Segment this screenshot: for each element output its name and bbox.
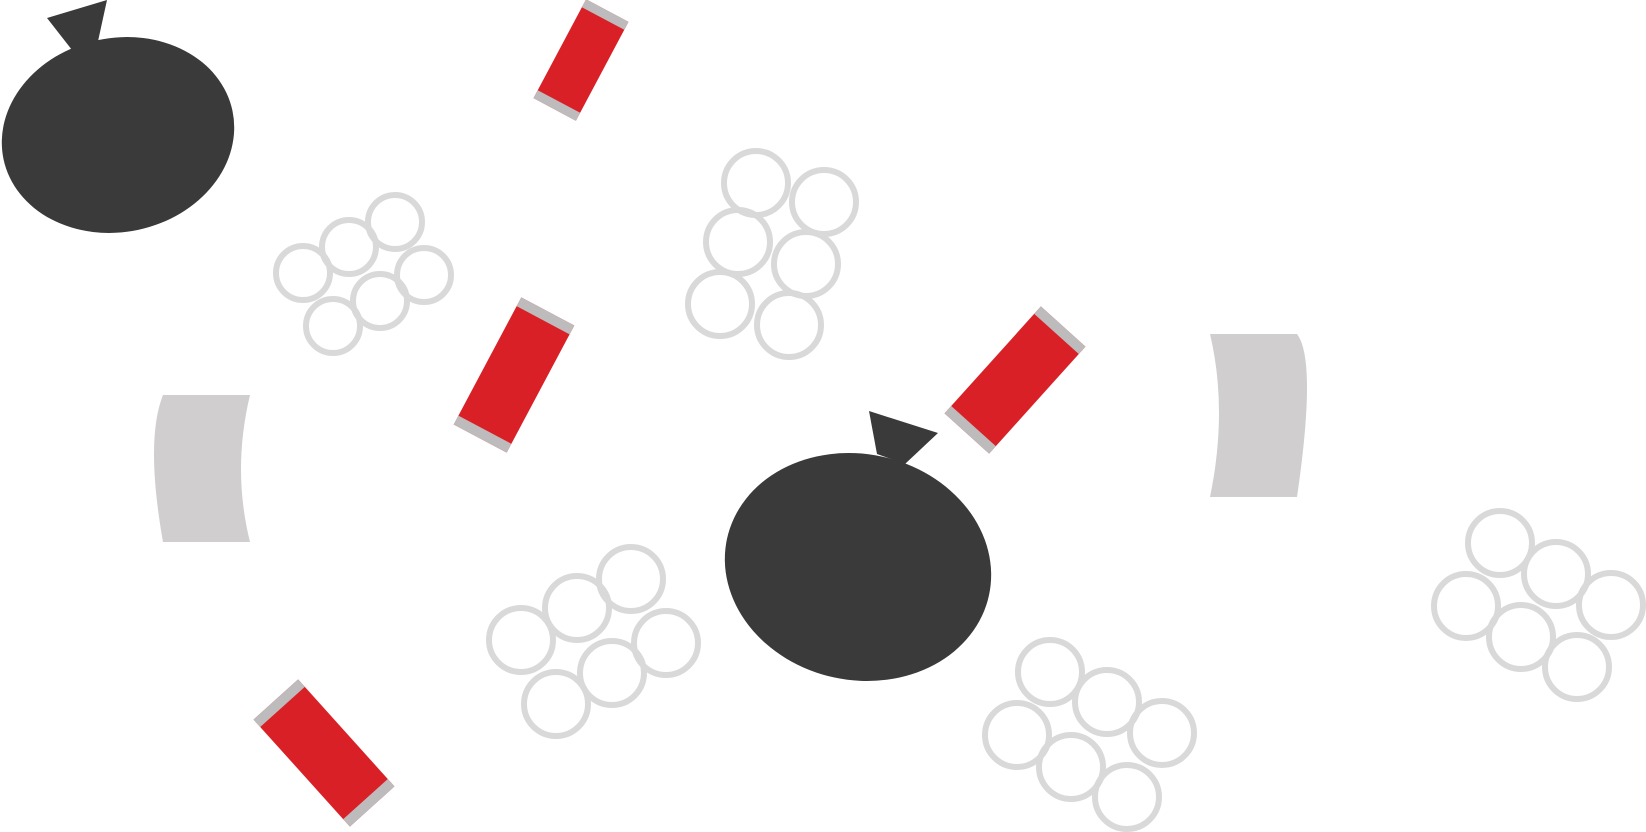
ring bbox=[273, 243, 333, 303]
ring bbox=[1036, 732, 1106, 802]
ring bbox=[1576, 570, 1646, 640]
ring bbox=[631, 608, 701, 678]
ring bbox=[394, 245, 454, 305]
robot-top-left[interactable] bbox=[0, 0, 253, 254]
ring bbox=[685, 269, 755, 339]
ring bbox=[350, 271, 410, 331]
ring bbox=[596, 544, 666, 614]
ring bbox=[365, 192, 425, 252]
ring bbox=[577, 638, 647, 708]
ring bbox=[1092, 762, 1162, 832]
ring bbox=[542, 573, 612, 643]
ring bbox=[303, 296, 363, 356]
ring bbox=[1465, 508, 1535, 578]
robot-body bbox=[1, 37, 235, 233]
robot-center[interactable] bbox=[703, 411, 1012, 705]
ring bbox=[486, 605, 556, 675]
ring-cluster-1[interactable] bbox=[273, 192, 454, 356]
ring bbox=[1127, 698, 1197, 768]
ring bbox=[1431, 571, 1501, 641]
robot-pointer bbox=[47, 0, 107, 55]
ring bbox=[521, 669, 591, 739]
ring bbox=[1486, 602, 1556, 672]
can-mid-right[interactable] bbox=[944, 306, 1086, 454]
robot-body bbox=[724, 453, 992, 681]
goal-left bbox=[154, 395, 250, 542]
robot-pointer bbox=[869, 411, 938, 464]
ring-cluster-5[interactable] bbox=[1431, 508, 1646, 702]
ring bbox=[1521, 539, 1591, 609]
can-top[interactable] bbox=[533, 0, 629, 121]
ring bbox=[982, 700, 1052, 770]
ring-cluster-2[interactable] bbox=[685, 148, 859, 360]
ring bbox=[1015, 637, 1085, 707]
can-bottom-left[interactable] bbox=[253, 679, 395, 827]
ring-cluster-3[interactable] bbox=[486, 544, 701, 739]
ring-cluster-4[interactable] bbox=[982, 637, 1197, 832]
ring bbox=[754, 290, 824, 360]
ring bbox=[1072, 667, 1142, 737]
goal-right bbox=[1210, 334, 1307, 497]
can-mid-left[interactable] bbox=[453, 297, 575, 453]
ring bbox=[319, 217, 379, 277]
ring bbox=[1542, 632, 1612, 702]
